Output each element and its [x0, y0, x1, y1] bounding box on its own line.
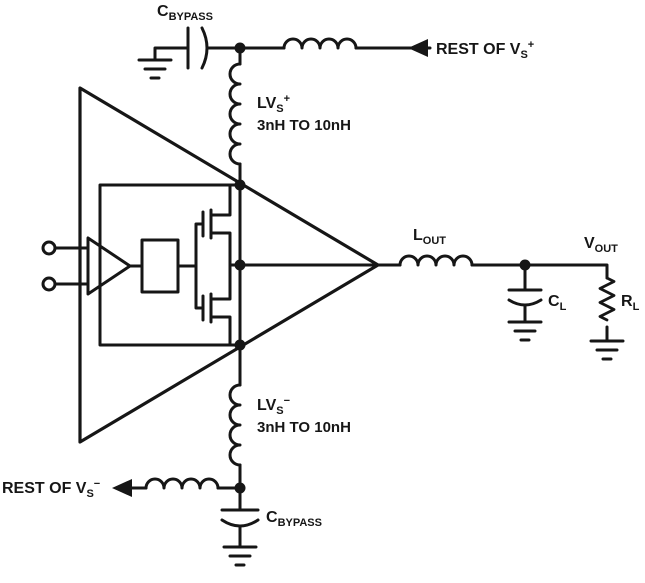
bias-box — [140, 238, 180, 294]
lvs-plus-range: 3nH TO 10nH — [257, 117, 351, 135]
junction-dot — [234, 339, 246, 351]
inductor-lvs-plus — [228, 62, 242, 166]
junction-dot — [234, 482, 246, 494]
input-terminal — [41, 240, 57, 256]
input-terminal — [41, 276, 57, 292]
ground-icon — [589, 339, 625, 361]
ground-icon — [507, 320, 543, 342]
lout-label: LOUT — [413, 227, 447, 247]
c-bypass-top-label: CBYPASS — [157, 3, 213, 23]
capacitor-cbypass-top — [186, 26, 209, 70]
arrow-left-icon — [408, 39, 428, 57]
arrow-left-icon — [112, 479, 132, 497]
rest-of-vs-minus-label: REST OF VS− — [2, 478, 101, 500]
resistor-rl — [598, 276, 616, 322]
ground-icon — [222, 545, 258, 567]
vout-label: VOUT — [584, 235, 618, 255]
rest-of-vs-plus-label: REST OF VS+ — [436, 39, 535, 61]
junction-dot — [234, 42, 246, 54]
inductor-lvs-minus — [228, 383, 242, 467]
wires — [53, 46, 609, 549]
lvs-minus-label: LVS− 3nH TO 10nH — [257, 395, 351, 437]
rl-label: RL — [621, 293, 640, 313]
opamp-triangle — [78, 86, 380, 444]
inductor-rest-vs-plus — [282, 37, 358, 50]
lvs-minus-range: 3nH TO 10nH — [257, 419, 351, 437]
mosfet-pair — [201, 183, 242, 347]
inductor-rest-vs-minus — [144, 477, 220, 490]
lvs-plus-label: LVS+ 3nH TO 10nH — [257, 93, 351, 135]
junction-dot — [519, 259, 531, 271]
c-bypass-bottom-label: CBYPASS — [266, 509, 322, 529]
ground-icon — [137, 58, 173, 80]
cl-label: CL — [548, 293, 567, 313]
junction-dot — [234, 179, 246, 191]
junction-dot — [234, 259, 246, 271]
capacitor-cl — [507, 288, 543, 307]
input-buffer-triangle — [86, 236, 132, 296]
capacitor-cbypass-bottom — [220, 508, 260, 528]
inductor-lout — [398, 254, 474, 267]
